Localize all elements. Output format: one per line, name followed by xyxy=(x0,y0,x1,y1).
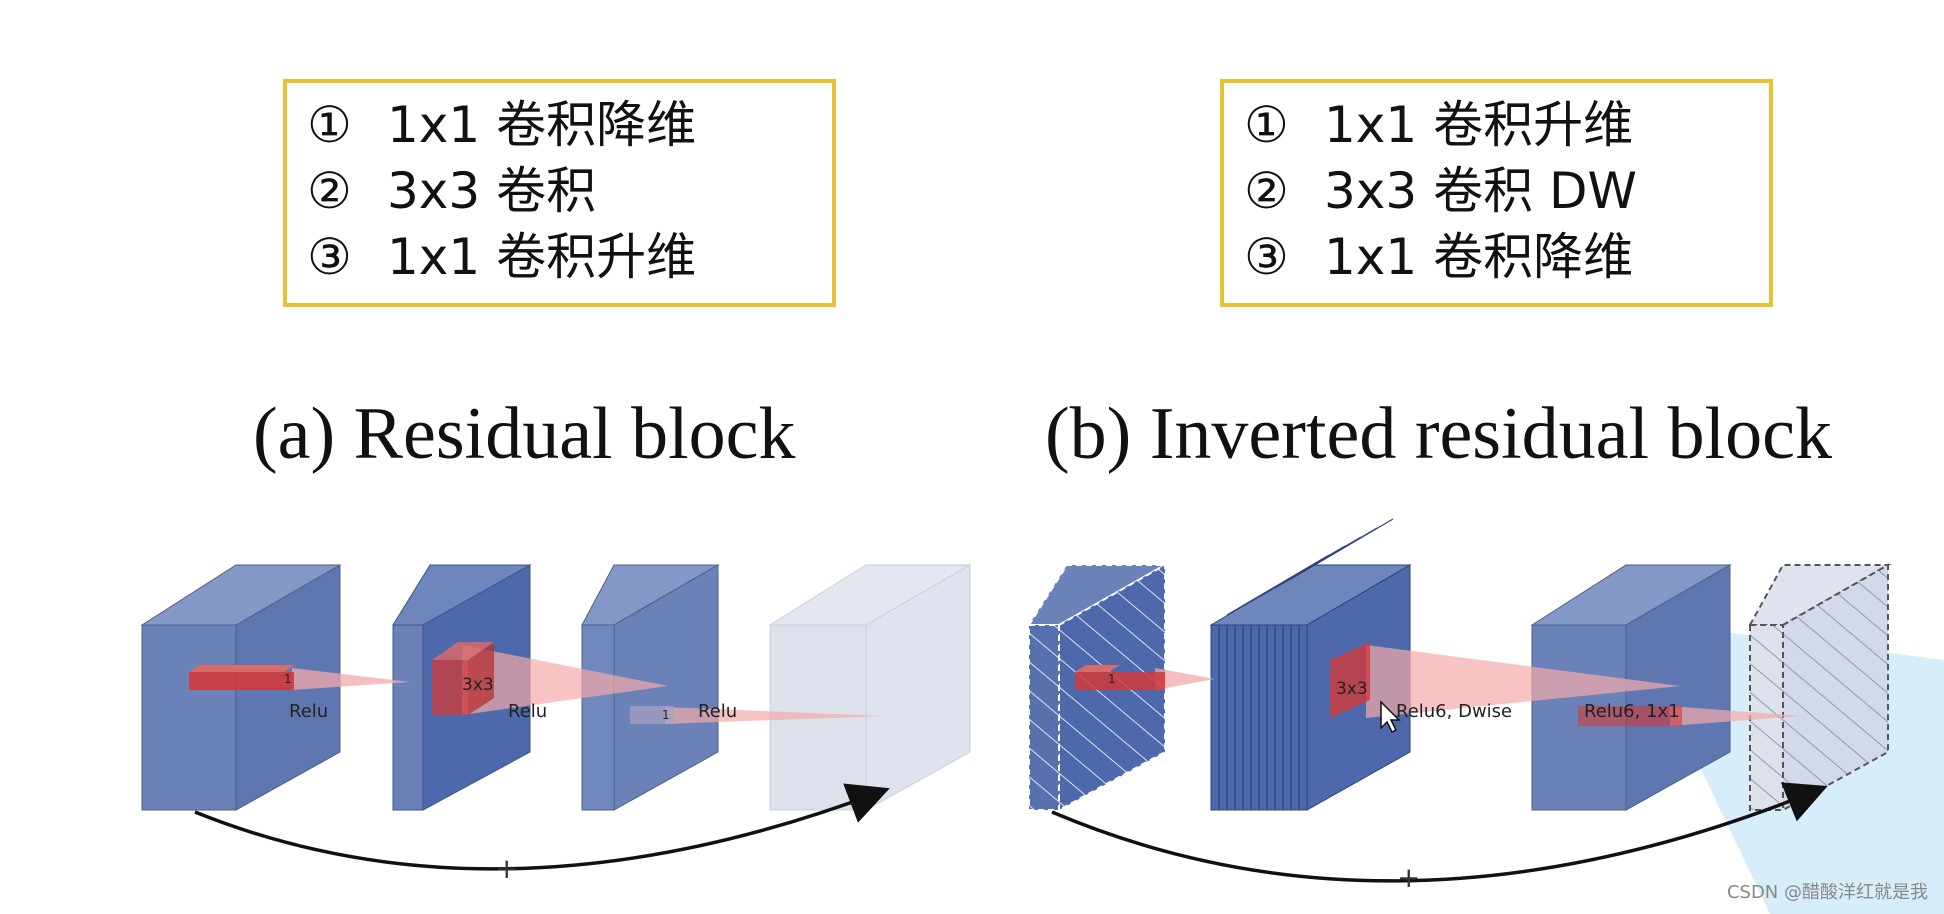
step-b-2: ② 3x3 卷积 DW xyxy=(1244,161,1637,221)
inverted-block-b-output-hatched xyxy=(1748,563,1892,812)
receptive-field-b-2 xyxy=(1366,645,1680,718)
step-b-3: ③ 1x1 卷积降维 xyxy=(1244,227,1633,287)
sum-symbol-a: + xyxy=(495,852,518,885)
receptive-field-b-3 xyxy=(1670,706,1800,726)
kernel-b-3 xyxy=(1578,706,1682,726)
step-a-2-number: ② xyxy=(307,162,352,220)
steps-box-a: ① 1x1 卷积降维 ② 3x3 卷积 ③ 1x1 卷积升维 xyxy=(283,79,836,307)
activation-label-a-1: Relu xyxy=(289,701,328,722)
inverted-block-b-input-hatched xyxy=(1027,563,1169,812)
receptive-field-b-1 xyxy=(1155,668,1215,690)
mouse-cursor-icon xyxy=(1380,700,1401,734)
residual-block-a-block-3 xyxy=(581,564,720,811)
kernel-label-a-1: 1 xyxy=(284,672,292,686)
step-b-3-number: ③ xyxy=(1244,228,1289,286)
activation-label-a-3: Relu xyxy=(698,701,737,722)
step-b-1-number: ① xyxy=(1244,96,1289,154)
skip-connection-b xyxy=(1051,782,1828,883)
kernel-label-a-3: 1 xyxy=(662,708,670,722)
step-b-2-text: 3x3 卷积 DW xyxy=(1324,162,1637,220)
step-b-1-text: 1x1 卷积升维 xyxy=(1324,96,1634,154)
kernel-a-3 xyxy=(630,706,674,724)
activation-label-b-2: Relu6, 1x1 xyxy=(1584,701,1680,722)
step-a-3: ③ 1x1 卷积升维 xyxy=(307,227,696,287)
step-a-3-text: 1x1 卷积升维 xyxy=(387,228,697,286)
receptive-field-a-3 xyxy=(665,707,885,724)
residual-block-a-output-faded xyxy=(768,564,972,811)
kernel-b-1 xyxy=(1075,665,1165,690)
kernel-a-2 xyxy=(432,642,494,715)
inverted-block-b-block-3 xyxy=(1530,564,1732,811)
step-a-1: ① 1x1 卷积降维 xyxy=(307,95,696,155)
steps-box-b: ① 1x1 卷积升维 ② 3x3 卷积 DW ③ 1x1 卷积降维 xyxy=(1220,79,1773,307)
step-a-1-text: 1x1 卷积降维 xyxy=(387,96,697,154)
caption-inverted-residual-block: (b) Inverted residual block xyxy=(1045,393,1832,475)
sum-symbol-b: + xyxy=(1397,861,1420,894)
caption-residual-block: (a) Residual block xyxy=(253,393,796,475)
inverted-block-b-expanded-stack xyxy=(1209,518,1412,811)
activation-label-a-2: Relu xyxy=(508,701,547,722)
step-a-2: ② 3x3 卷积 xyxy=(307,161,596,221)
channel-lines xyxy=(1218,518,1394,810)
kernel-label-a-2: 3x3 xyxy=(462,675,494,695)
step-a-3-number: ③ xyxy=(307,228,352,286)
step-b-3-text: 1x1 卷积降维 xyxy=(1324,228,1634,286)
watermark: CSDN @醋酸洋红就是我 xyxy=(1726,882,1928,903)
kernel-a-1 xyxy=(189,665,295,690)
receptive-field-a-2 xyxy=(462,645,668,715)
kernel-label-b-2: 3x3 xyxy=(1336,679,1368,699)
kernel-b-2 xyxy=(1330,642,1370,718)
kernel-label-b-1: 1 xyxy=(1108,672,1116,686)
skip-connection-a xyxy=(194,783,890,871)
step-b-2-number: ② xyxy=(1244,162,1289,220)
receptive-field-a-1 xyxy=(292,668,410,690)
step-a-2-text: 3x3 卷积 xyxy=(387,162,597,220)
step-a-1-number: ① xyxy=(307,96,352,154)
step-b-1: ① 1x1 卷积升维 xyxy=(1244,95,1633,155)
activation-label-b-1: Relu6, Dwise xyxy=(1396,701,1512,722)
